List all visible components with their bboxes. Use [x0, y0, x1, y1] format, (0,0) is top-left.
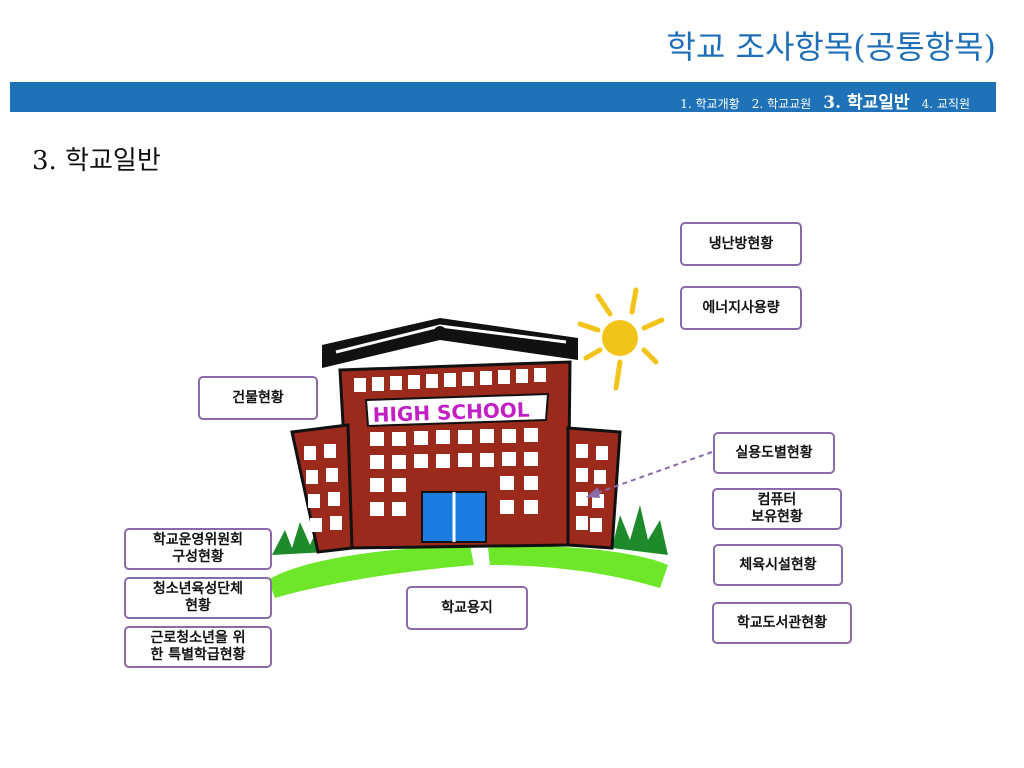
item-sports[interactable]: 체육시설현황: [713, 544, 843, 586]
nav-bar: 1. 학교개황 2. 학교교원 3. 학교일반 4. 교직원: [10, 82, 996, 113]
nav-item-staff[interactable]: 4. 교직원: [921, 97, 970, 111]
item-computers[interactable]: 컴퓨터 보유현황: [712, 488, 842, 530]
nav-item-school-general[interactable]: 3. 학교일반: [823, 93, 910, 113]
nav-breadcrumb: 1. 학교개황 2. 학교교원 3. 학교일반 4. 교직원: [673, 88, 970, 113]
nav-item-school-overview[interactable]: 1. 학교개황: [680, 97, 740, 111]
sun-icon: [577, 287, 665, 391]
item-special-class[interactable]: 근로청소년을 위 한 특별학급현황: [124, 626, 272, 668]
item-energy-usage[interactable]: 에너지사용량: [680, 286, 802, 330]
item-room-usage[interactable]: 실용도별현황: [713, 432, 835, 474]
page-title: 학교 조사항목(공통항목): [666, 28, 996, 66]
school-roof: [322, 318, 578, 368]
grass-left: [268, 518, 474, 598]
grass-right: [488, 505, 668, 588]
item-school-land[interactable]: 학교용지: [406, 586, 528, 630]
item-heating-cooling[interactable]: 냉난방현황: [680, 222, 802, 266]
connector-arrow: [586, 451, 713, 498]
item-building[interactable]: 건물현황: [198, 376, 318, 420]
section-heading: 3. 학교일반: [32, 146, 161, 176]
school-building: [290, 360, 622, 554]
item-committee[interactable]: 학교운영위원회 구성현황: [124, 528, 272, 570]
nav-item-school-teachers[interactable]: 2. 학교교원: [751, 97, 812, 111]
item-library[interactable]: 학교도서관현황: [712, 602, 852, 644]
item-youth-groups[interactable]: 청소년육성단체 현황: [124, 577, 272, 619]
school-sign-text: HIGH SCHOOL: [372, 398, 530, 427]
